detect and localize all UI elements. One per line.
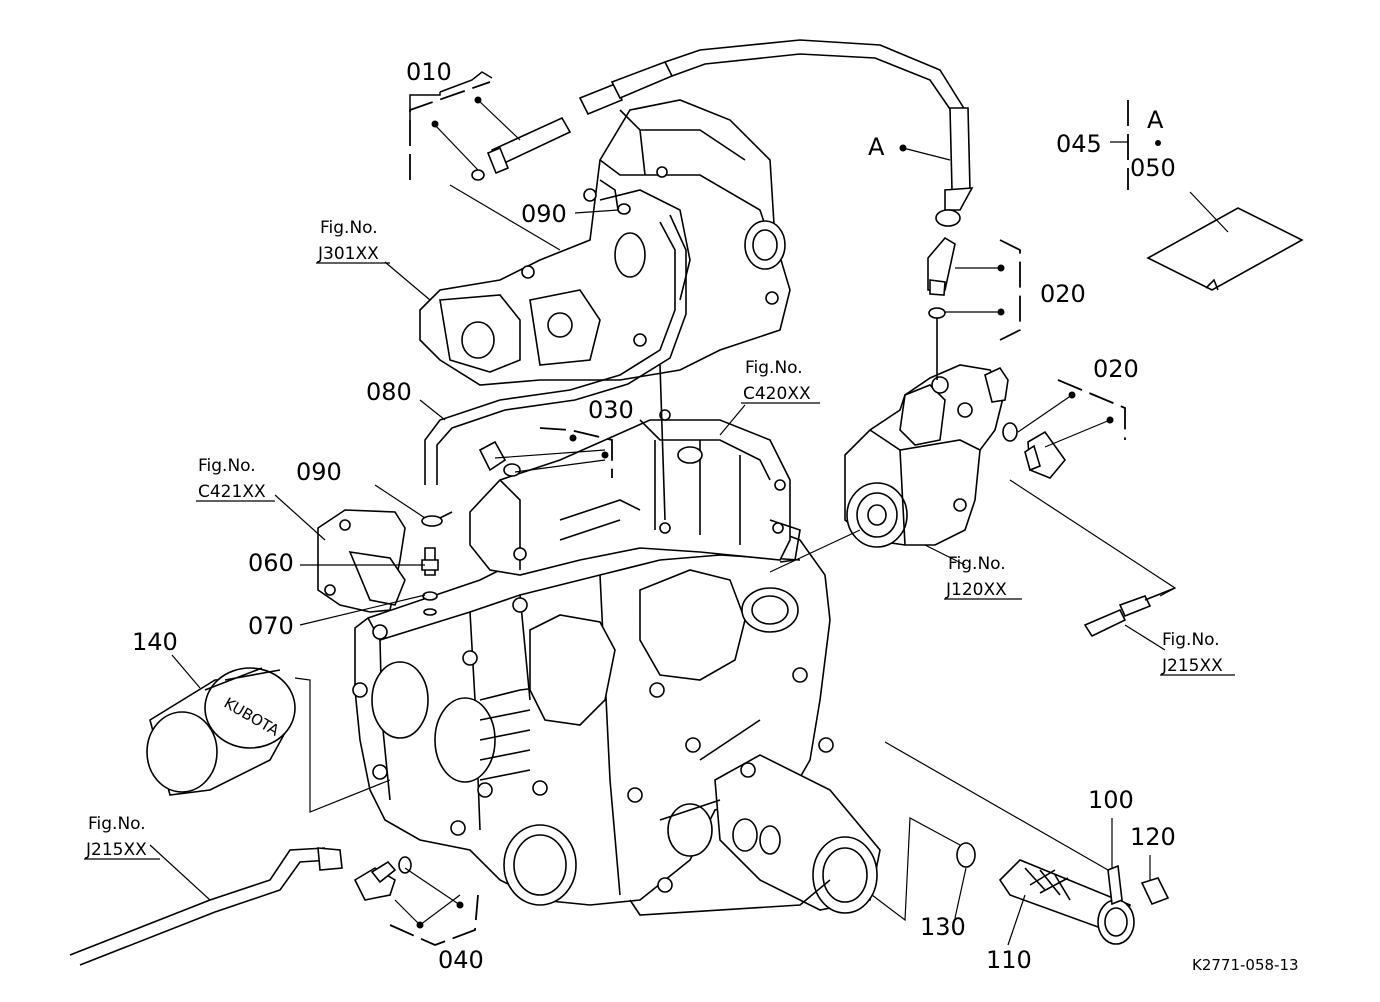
figure-reference-labels: Fig.No. J301XX Fig.No. C420XX Fig.No. C4… [84, 218, 1235, 860]
part-050-label-sticker [1146, 207, 1304, 291]
fig-no-c420: Fig.No. [745, 358, 803, 378]
leader-lines [149, 71, 1229, 946]
callout-a-right: A [1147, 106, 1164, 134]
label-140: 140 [132, 628, 178, 656]
callout-a-left: A [868, 133, 885, 161]
hydraulic-valve-block [419, 99, 791, 521]
part-140-oil-filter: KUBOTA [146, 667, 296, 796]
label-090-left: 090 [296, 458, 342, 486]
hose-end-fitting [935, 107, 974, 227]
label-020-top: 020 [1040, 280, 1086, 308]
fig-no-j120: Fig.No. [948, 554, 1006, 574]
part-100-130-dipstick-assembly [956, 842, 1170, 945]
part-060-070-090-fittings [421, 203, 631, 616]
label-020-right: 020 [1093, 355, 1139, 383]
part-040-fittings [353, 856, 412, 901]
label-070: 070 [248, 612, 294, 640]
label-090-top: 090 [521, 200, 567, 228]
fig-ref-c421: C421XX [198, 482, 266, 502]
label-030: 030 [588, 396, 634, 424]
drawing-code: K2771-058-13 [1192, 956, 1299, 974]
label-080: 080 [366, 378, 412, 406]
leader-dots [416, 96, 1161, 929]
label-060: 060 [248, 549, 294, 577]
part-010-pipe-fittings [471, 39, 966, 181]
fig-no-j215-right: Fig.No. [1162, 630, 1220, 650]
lower-left-pipe [69, 847, 343, 966]
fig-ref-j120: J120XX [945, 580, 1007, 600]
part-030-plug [478, 440, 521, 477]
part-080-pipe [424, 214, 687, 485]
fig-ref-j301: J301XX [317, 244, 379, 264]
fig-ref-c420: C420XX [743, 384, 811, 404]
hydraulic-pump [844, 364, 1009, 548]
upper-case-cover [469, 409, 801, 576]
fig-ref-j215-left: J215XX [85, 840, 147, 860]
label-130: 130 [920, 913, 966, 941]
fig-ref-j215-right: J215XX [1161, 656, 1223, 676]
transmission-case [352, 519, 881, 916]
part-number-labels: 010 090 A A 045 050 020 020 080 030 090 … [132, 58, 1176, 974]
label-045: 045 [1056, 130, 1102, 158]
label-120: 120 [1130, 823, 1176, 851]
fig-no-j215-left: Fig.No. [88, 814, 146, 834]
label-110: 110 [986, 946, 1032, 974]
fig-no-c421: Fig.No. [198, 456, 256, 476]
label-010: 010 [406, 58, 452, 86]
label-100: 100 [1088, 786, 1134, 814]
label-050: 050 [1130, 154, 1176, 182]
part-020-fitting-right [1002, 422, 1067, 479]
fig-no-j301: Fig.No. [320, 218, 378, 238]
part-020-fitting-top [927, 236, 956, 380]
side-cover-plate [317, 509, 406, 613]
right-pipe [1083, 587, 1176, 638]
label-040: 040 [438, 946, 484, 974]
